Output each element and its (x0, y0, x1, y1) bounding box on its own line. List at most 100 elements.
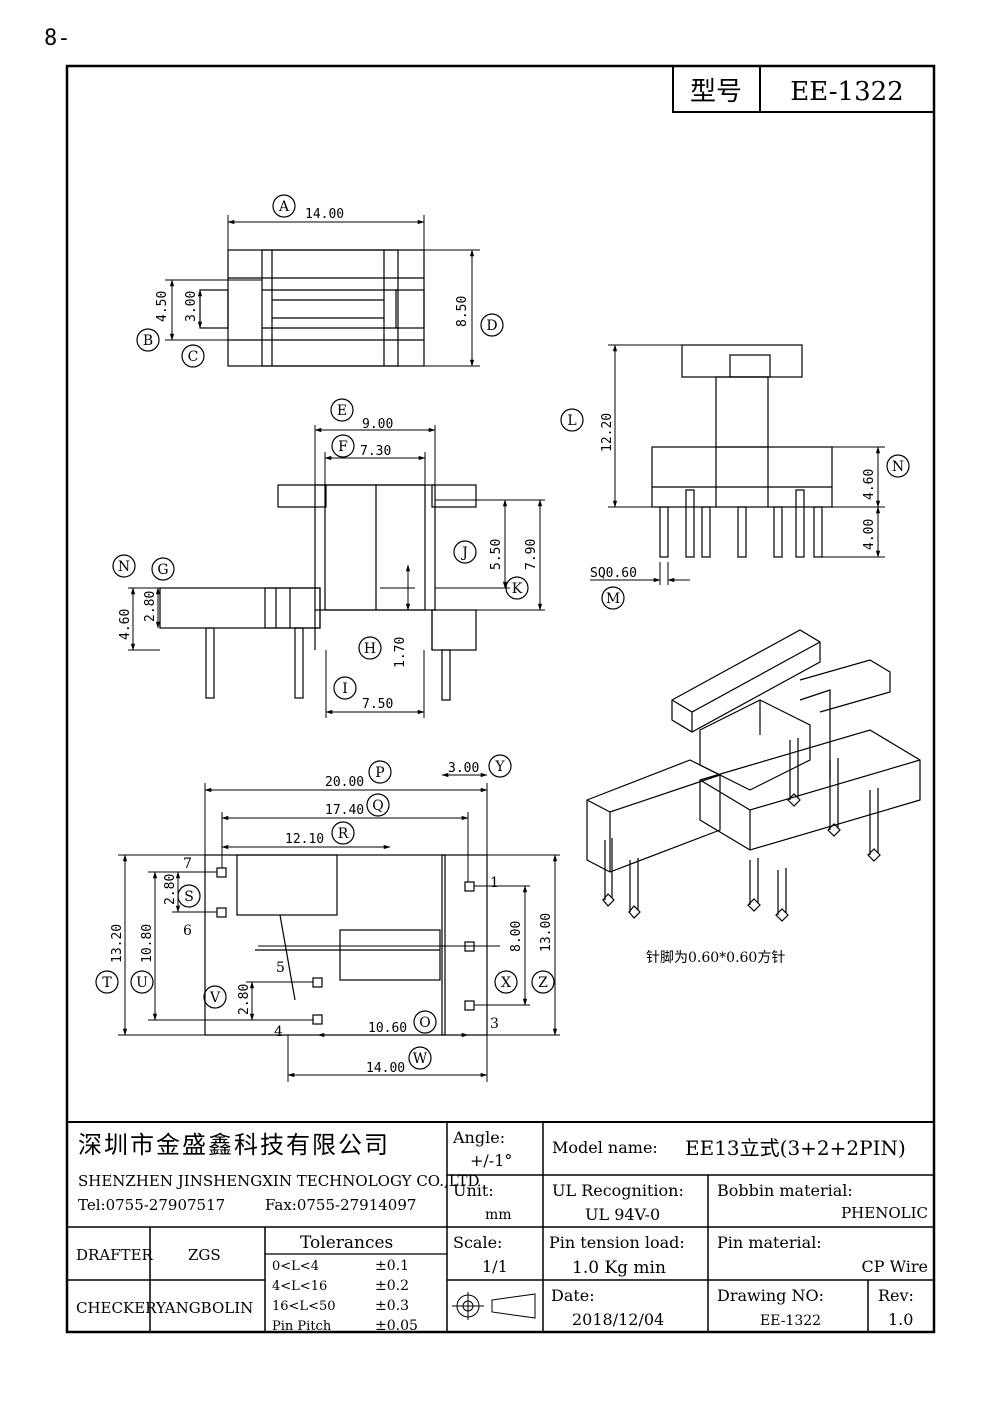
marker-j-symbol: J (453, 540, 477, 564)
dim-b-value: 4.50 (155, 291, 170, 322)
ul-label: UL Recognition: (552, 1181, 684, 1200)
dim-m-value: SQ0.60 (590, 566, 637, 581)
svg-text:P: P (375, 765, 384, 781)
dim-g-value: 2.80 (143, 591, 158, 622)
dim-a-value: 14.00 (305, 207, 344, 222)
model-name-value: EE13立式(3+2+2PIN) (685, 1136, 906, 1160)
svg-text:D: D (486, 318, 497, 334)
unit-value: mm (485, 1207, 512, 1223)
svg-text:N: N (892, 459, 904, 475)
tolerances-heading: Tolerances (300, 1233, 393, 1253)
date-label: Date: (551, 1286, 595, 1305)
marker-x-symbol: X (494, 970, 518, 994)
projection-symbol-icon (452, 1292, 536, 1320)
pin-tension-label: Pin tension load: (549, 1233, 685, 1252)
isometric-view (586, 629, 921, 922)
checker-value: YANGBOLIN (155, 1299, 253, 1317)
marker-b-symbol: B (136, 328, 160, 352)
dim-n-side-value: 4.60 (118, 609, 133, 640)
bobbin-label: Bobbin material: (717, 1181, 853, 1200)
marker-n-symbol: N (886, 454, 910, 478)
pin-material-label: Pin material: (717, 1233, 822, 1252)
dim-q-value: 17.40 (325, 803, 364, 818)
model-name-label: Model name: (552, 1138, 658, 1157)
pin-label-3: 3 (490, 1016, 499, 1032)
pin-label-6: 6 (183, 923, 192, 939)
rev-value: 1.0 (888, 1310, 913, 1329)
dim-o-value: 10.60 (368, 1021, 407, 1036)
checker-label: CHECKER (76, 1299, 157, 1317)
bobbin-value: PHENOLIC (841, 1204, 928, 1222)
svg-text:E: E (337, 403, 347, 419)
dim-s-value: 2.80 (163, 874, 178, 905)
title-block-lines (67, 1121, 934, 1332)
date-value: 2018/12/04 (572, 1310, 664, 1329)
dim-z-value: 13.00 (539, 913, 554, 952)
drawing-no-label: Drawing NO: (717, 1286, 824, 1305)
tolerance-value: ±0.05 (375, 1318, 418, 1334)
dim-h-value: 1.70 (393, 637, 408, 668)
model-value: EE-1322 (790, 77, 903, 107)
dim-w-value: 14.00 (366, 1061, 405, 1076)
marker-v-symbol: V (203, 985, 227, 1009)
company-fax: Fax:0755-27914097 (265, 1196, 416, 1214)
marker-t-symbol: T (95, 970, 119, 994)
dim-n-value: 4.60 (862, 469, 877, 500)
front-view-dims (128, 425, 545, 718)
svg-text:K: K (512, 581, 523, 597)
svg-text:Q: Q (372, 798, 383, 814)
svg-text:W: W (413, 1051, 428, 1067)
svg-text:U: U (136, 975, 148, 991)
marker-d-symbol: D (480, 313, 504, 337)
svg-text:X: X (501, 975, 511, 991)
side-view (651, 344, 833, 558)
pin-tension-value: 1.0 Kg min (572, 1258, 666, 1278)
dim-t-value: 13.20 (110, 924, 125, 963)
dim-j-value: 5.50 (489, 539, 504, 570)
svg-text:H: H (364, 641, 376, 657)
svg-text:O: O (419, 1015, 430, 1031)
svg-text:L: L (567, 413, 576, 429)
tolerance-value: ±0.3 (375, 1298, 409, 1314)
marker-o-symbol: O (413, 1010, 437, 1034)
bottom-view-dims (118, 772, 560, 1082)
svg-text:R: R (338, 826, 349, 842)
marker-i-symbol: I (333, 676, 357, 700)
svg-text:Y: Y (494, 759, 505, 775)
page-number: 8- (44, 26, 71, 51)
marker-l-symbol: L (560, 408, 584, 432)
pin-label-7: 7 (183, 856, 192, 872)
marker-n-symbol: N (112, 554, 136, 578)
tolerance-range: 4<L<16 (272, 1279, 327, 1294)
dim-c-value: 3.00 (184, 291, 199, 322)
bottom-view (204, 854, 488, 1036)
tolerance-range: Pin Pitch (272, 1319, 332, 1334)
dim-pin-length-value: 4.00 (862, 519, 877, 550)
model-header-box: 型号 EE-1322 (672, 65, 935, 113)
marker-p-symbol: P (368, 760, 392, 784)
marker-k-symbol: K (505, 576, 529, 600)
svg-text:I: I (342, 681, 348, 697)
top-view-dims (165, 215, 480, 367)
marker-h-symbol: H (358, 636, 382, 660)
svg-text:Z: Z (538, 975, 548, 991)
rev-label: Rev: (878, 1286, 914, 1305)
dim-l-value: 12.20 (600, 413, 615, 452)
marker-m-symbol: M (601, 586, 625, 610)
marker-r-symbol: R (331, 821, 355, 845)
marker-f-symbol: F (331, 434, 355, 458)
dim-u-value: 10.80 (140, 924, 155, 963)
svg-text:B: B (143, 333, 153, 349)
model-label: 型号 (690, 77, 742, 107)
svg-text:V: V (209, 990, 221, 1006)
top-view (199, 249, 425, 367)
tolerance-value: ±0.2 (375, 1278, 409, 1294)
pin-label-1: 1 (490, 875, 499, 891)
scale-label: Scale: (453, 1233, 502, 1252)
dim-e-value: 9.00 (362, 417, 393, 432)
tolerance-range: 0<L<4 (272, 1259, 319, 1274)
ul-value: UL 94V-0 (585, 1205, 660, 1224)
marker-e-symbol: E (330, 398, 354, 422)
drafter-label: DRAFTER (76, 1246, 154, 1264)
